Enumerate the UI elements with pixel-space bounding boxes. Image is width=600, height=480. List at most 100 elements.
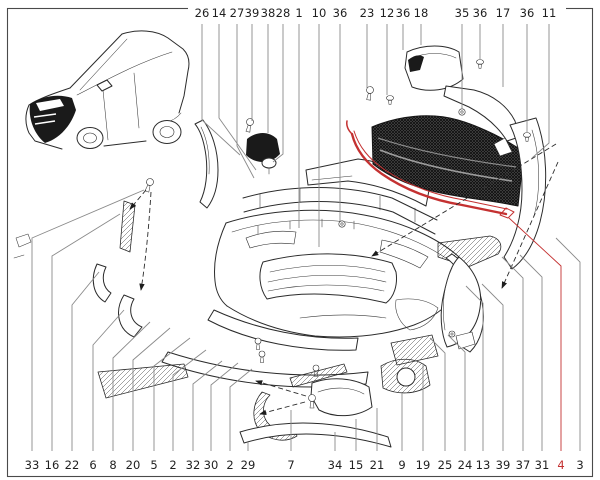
callout-number: 39	[496, 458, 511, 472]
callout-number: 22	[65, 458, 80, 472]
pillar-trim-strip	[194, 119, 219, 209]
callout-number: 19	[416, 458, 431, 472]
callout-number: 15	[349, 458, 364, 472]
callout-number: 31	[535, 458, 550, 472]
grommet	[261, 157, 277, 169]
fog-cover-panel	[310, 378, 373, 417]
callout-number: 20	[126, 458, 141, 472]
callout-number: 39	[245, 6, 260, 20]
callout-leader-line	[51, 213, 121, 451]
callout-number: 34	[328, 458, 343, 472]
callout-leader-line	[531, 24, 550, 159]
callout-number: 6	[89, 458, 96, 472]
lower-lip-pieces	[161, 309, 369, 388]
callout-leader-line	[201, 24, 241, 156]
bottom-trim-cluster	[97, 331, 476, 448]
grille-trim-strip-highlighted	[346, 120, 515, 219]
callout-leader-line	[465, 285, 484, 451]
front-bumper-cover	[214, 209, 482, 348]
screw-icon	[254, 337, 262, 350]
page-border	[6, 7, 594, 478]
callout-number: 18	[414, 6, 429, 20]
callout-leader-line	[229, 368, 253, 451]
callout-leader-line	[519, 254, 543, 451]
clip-icon	[476, 59, 484, 69]
callout-number: 33	[25, 458, 40, 472]
callout-leader-line	[112, 321, 151, 451]
screw-icon	[308, 394, 316, 409]
screw-icon	[258, 350, 266, 363]
lower-skid-strip	[239, 422, 392, 448]
center-grille-opening	[259, 253, 397, 304]
callout-leader-line	[447, 334, 466, 451]
vehicle-thumbnail	[25, 30, 190, 150]
callout-leader-line	[508, 217, 562, 451]
callout-number: 30	[204, 458, 219, 472]
callout-number: 37	[516, 458, 531, 472]
callout-number: 36	[333, 6, 348, 20]
callout-number: 9	[398, 458, 405, 472]
upper-small-parts	[246, 133, 280, 175]
callout-leader-line	[71, 271, 100, 451]
callout-number: 1	[295, 6, 302, 20]
callout-number: 4	[557, 458, 564, 472]
headlamp-recess-right	[379, 239, 429, 269]
callout-number: 3	[576, 458, 583, 472]
callout-leader-line	[92, 309, 125, 451]
screw-icon	[144, 178, 154, 193]
callout-number: 32	[186, 458, 201, 472]
callout-leader-line	[481, 283, 504, 451]
air-deflector-panel	[404, 45, 464, 91]
callout-number: 12	[380, 6, 395, 20]
callout-number: 7	[287, 458, 294, 472]
bolt-icon	[458, 108, 466, 116]
top-label-band	[188, 0, 566, 24]
callout-leader-line	[210, 362, 239, 451]
callout-leader-line	[192, 360, 223, 451]
callout-number: 24	[458, 458, 473, 472]
callout-number: 28	[276, 6, 291, 20]
callout-number: 10	[312, 6, 327, 20]
callout-number: 13	[476, 458, 491, 472]
u-clip-small	[92, 263, 112, 303]
corner-bracket-dark	[246, 133, 280, 162]
textured-strip	[289, 363, 348, 388]
callout-number: 26	[195, 6, 210, 20]
assembly-arrows	[129, 143, 559, 415]
callout-leader-line	[272, 24, 284, 163]
screw-icon	[312, 364, 320, 377]
callout-number: 29	[241, 458, 256, 472]
screw-icon	[366, 86, 374, 101]
bolt-icon	[448, 330, 456, 338]
clip-icon	[523, 132, 531, 142]
callout-number: 25	[438, 458, 453, 472]
left-valance-strip	[97, 363, 189, 399]
callout-leader-line	[236, 24, 255, 179]
headlamp-recess-left	[245, 230, 297, 249]
callout-leader-line	[172, 349, 207, 451]
callout-number: 14	[212, 6, 227, 20]
callout-number: 36	[520, 6, 535, 20]
callout-number: 38	[261, 6, 276, 20]
fasteners	[144, 59, 531, 409]
callout-number: 8	[109, 458, 116, 472]
callout-number: 21	[370, 458, 385, 472]
fog-hatch-bracket	[390, 334, 439, 366]
callout-number: 2	[226, 458, 233, 472]
callout-number: 5	[150, 458, 157, 472]
headlamp-bracket-arm	[443, 85, 520, 142]
callout-leader-line	[501, 256, 524, 451]
u-clip-large	[118, 294, 143, 338]
screw-icon	[245, 118, 254, 133]
callout-leader-line	[218, 24, 257, 171]
callout-number: 16	[45, 458, 60, 472]
bolt-icon	[338, 220, 346, 228]
clip-icon	[386, 95, 394, 105]
left-side-parts	[13, 119, 219, 338]
callout-number: 11	[542, 6, 557, 20]
right-bracket-cluster	[437, 85, 547, 353]
